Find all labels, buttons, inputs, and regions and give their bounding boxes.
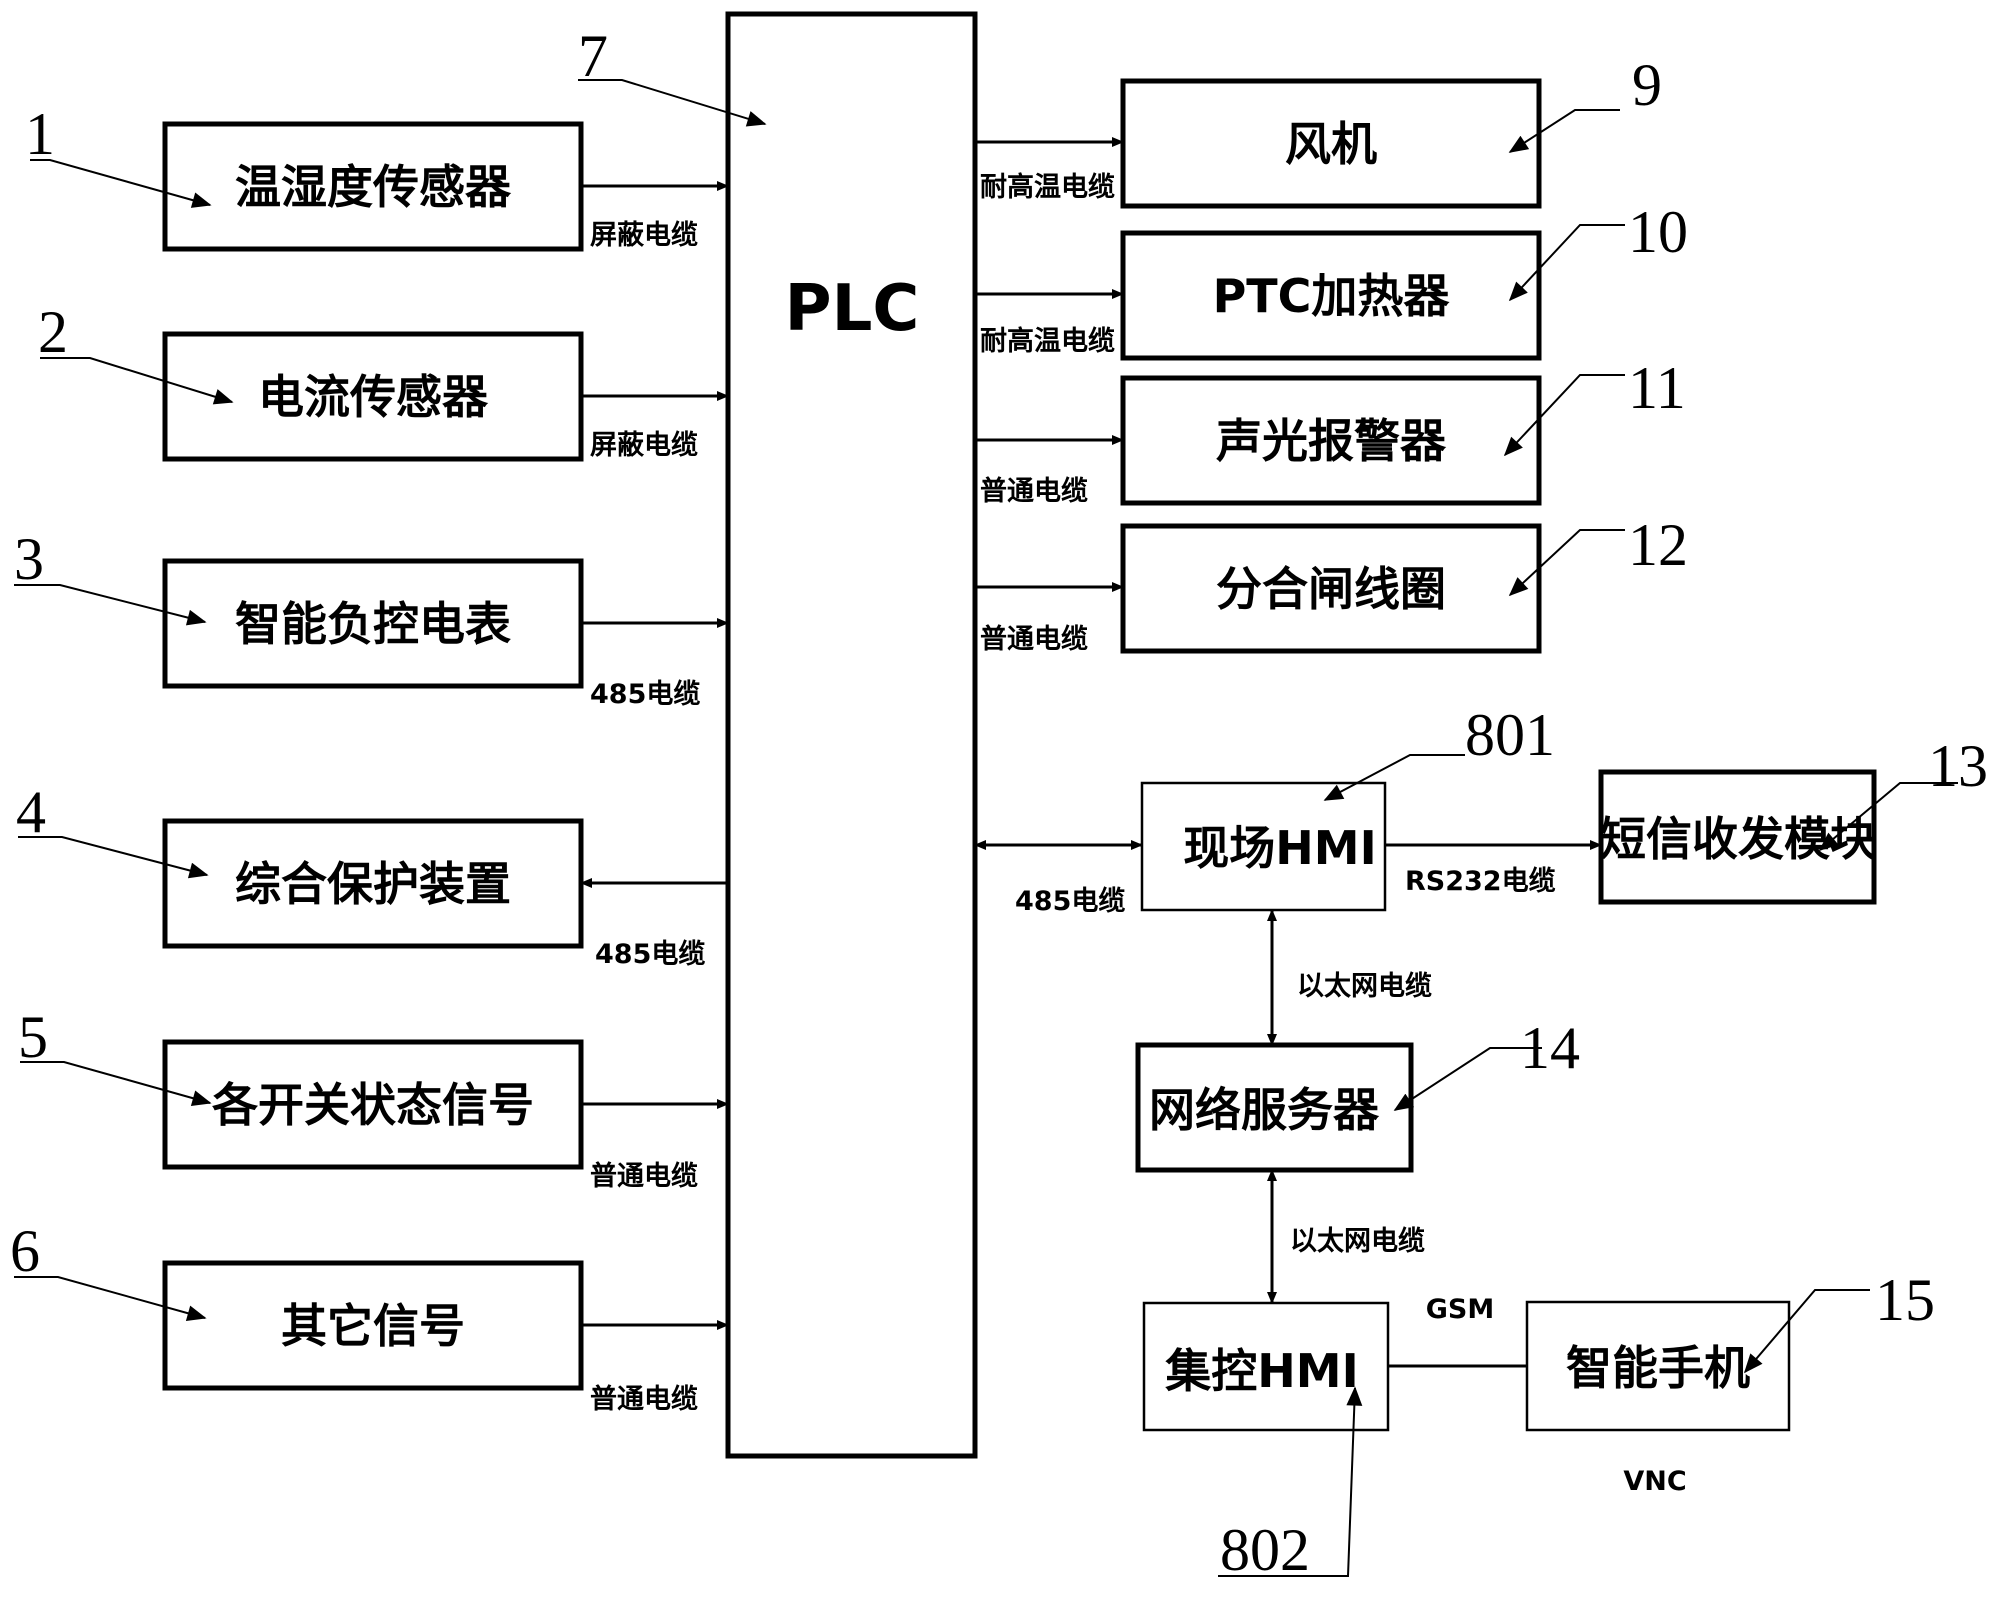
callout-number: 13	[1928, 733, 1988, 799]
callout-leader	[30, 159, 212, 208]
input-label: 综合保护装置	[235, 857, 511, 911]
gsm-label: GSM	[1426, 1294, 1494, 1325]
input-protection-device: 综合保护装置 485电缆 4	[16, 779, 728, 970]
cable-label: 485电缆	[1015, 886, 1125, 917]
callout-leader	[1508, 109, 1620, 153]
input-temp-humidity: 温湿度传感器 屏蔽电缆 1	[25, 101, 729, 252]
output-label: 分合闸线圈	[1216, 562, 1446, 616]
callout-leader	[1508, 529, 1625, 597]
callout-number: 4	[16, 779, 46, 845]
callout-leader	[1323, 754, 1465, 801]
output-label: 风机	[1285, 117, 1377, 171]
callout-number: 2	[38, 299, 68, 365]
callout-leader	[20, 1061, 212, 1106]
cable-label: 普通电缆	[590, 1160, 698, 1192]
smart-phone: 智能手机 GSM VNC 15	[1388, 1267, 1935, 1497]
cable-label: 以太网电缆	[1290, 1226, 1425, 1257]
callout-number: 15	[1875, 1267, 1935, 1333]
central-hmi: 集控HMI 802	[1142, 1301, 1390, 1583]
input-smart-meter: 智能负控电表 485电缆 3	[14, 526, 729, 710]
cable-label: 485电缆	[595, 939, 705, 970]
callout-number: 12	[1628, 512, 1688, 578]
callout-number: 10	[1628, 199, 1688, 265]
input-box	[162, 818, 584, 949]
field-hmi-box	[1140, 781, 1387, 912]
plc-block: PLC	[725, 11, 978, 1459]
output-alarm: 声光报警器 普通电缆 11	[975, 355, 1686, 507]
cable-label: 485电缆	[590, 679, 700, 710]
output-label: PTC加热器	[1213, 269, 1451, 323]
plc-box	[725, 11, 978, 1459]
cable-label: 普通电缆	[590, 1383, 698, 1415]
callout-leader	[1218, 1386, 1363, 1577]
callout-leader	[1743, 1289, 1870, 1374]
input-box	[162, 1260, 584, 1391]
central-hmi-label: 集控HMI	[1164, 1344, 1358, 1398]
input-box	[162, 121, 584, 252]
output-fan: 风机 耐高温电缆 9	[975, 52, 1662, 209]
server-label: 网络服务器	[1149, 1083, 1380, 1137]
central-hmi-box	[1142, 1301, 1390, 1432]
cable-label: 屏蔽电缆	[590, 430, 698, 461]
input-label: 各开关状态信号	[212, 1078, 534, 1132]
callout-number: 801	[1465, 702, 1555, 768]
cable-label: RS232电缆	[1405, 866, 1556, 897]
callout-number: 802	[1220, 1517, 1310, 1583]
cable-label: 屏蔽电缆	[590, 220, 698, 251]
field-hmi: 现场HMI 485电缆 801	[974, 702, 1555, 917]
input-label: 其它信号	[281, 1299, 465, 1353]
callout-leader	[1503, 374, 1625, 457]
input-label: 温湿度传感器	[235, 160, 512, 214]
callout-leader	[1818, 782, 1958, 852]
plc-number: 7	[578, 23, 608, 89]
cable-label: 耐高温电缆	[980, 325, 1115, 357]
plc-label: PLC	[785, 272, 920, 346]
callout-leader	[14, 584, 207, 626]
input-other-signals: 其它信号 普通电缆 6	[10, 1218, 729, 1415]
sms-module: 短信收发模块 RS232电缆 13	[1385, 733, 1988, 905]
output-box	[1120, 230, 1542, 361]
network-server: 网络服务器 以太网电缆 以太网电缆 14	[1135, 909, 1580, 1304]
callout-number: 5	[18, 1004, 48, 1070]
output-ptc-heater: PTC加热器 耐高温电缆 10	[975, 199, 1688, 361]
phone-label: 智能手机	[1566, 1341, 1750, 1395]
input-switch-status: 各开关状态信号 普通电缆 5	[18, 1004, 729, 1192]
cable-label: 普通电缆	[980, 475, 1088, 507]
field-hmi-label: 现场HMI	[1183, 821, 1376, 875]
cable-label: 耐高温电缆	[980, 171, 1115, 203]
callout-leader	[40, 357, 234, 405]
callout-number: 3	[14, 526, 44, 592]
callout-number: 9	[1632, 52, 1662, 118]
callout-leader	[1393, 1047, 1542, 1111]
callout-number: 11	[1628, 355, 1686, 421]
input-current-sensor: 电流传感器 屏蔽电缆 2	[38, 299, 729, 462]
input-box	[162, 1039, 584, 1170]
input-label: 智能负控电表	[235, 597, 511, 651]
callout-leader	[14, 1276, 207, 1321]
cable-label: 以太网电缆	[1297, 971, 1432, 1002]
vnc-label: VNC	[1623, 1466, 1686, 1497]
callout-number: 6	[10, 1218, 40, 1284]
callout-number: 14	[1520, 1015, 1580, 1081]
input-label: 电流传感器	[258, 370, 489, 424]
callout-number: 1	[25, 101, 55, 167]
output-label: 声光报警器	[1216, 414, 1447, 468]
output-box	[1120, 375, 1542, 506]
output-trip-coil: 分合闸线圈 普通电缆 12	[975, 512, 1688, 655]
plc-leader	[578, 79, 767, 127]
callout-leader	[1508, 224, 1625, 302]
callout-leader	[18, 836, 209, 879]
plc-callout: 7	[578, 23, 767, 127]
cable-label: 普通电缆	[980, 623, 1088, 655]
